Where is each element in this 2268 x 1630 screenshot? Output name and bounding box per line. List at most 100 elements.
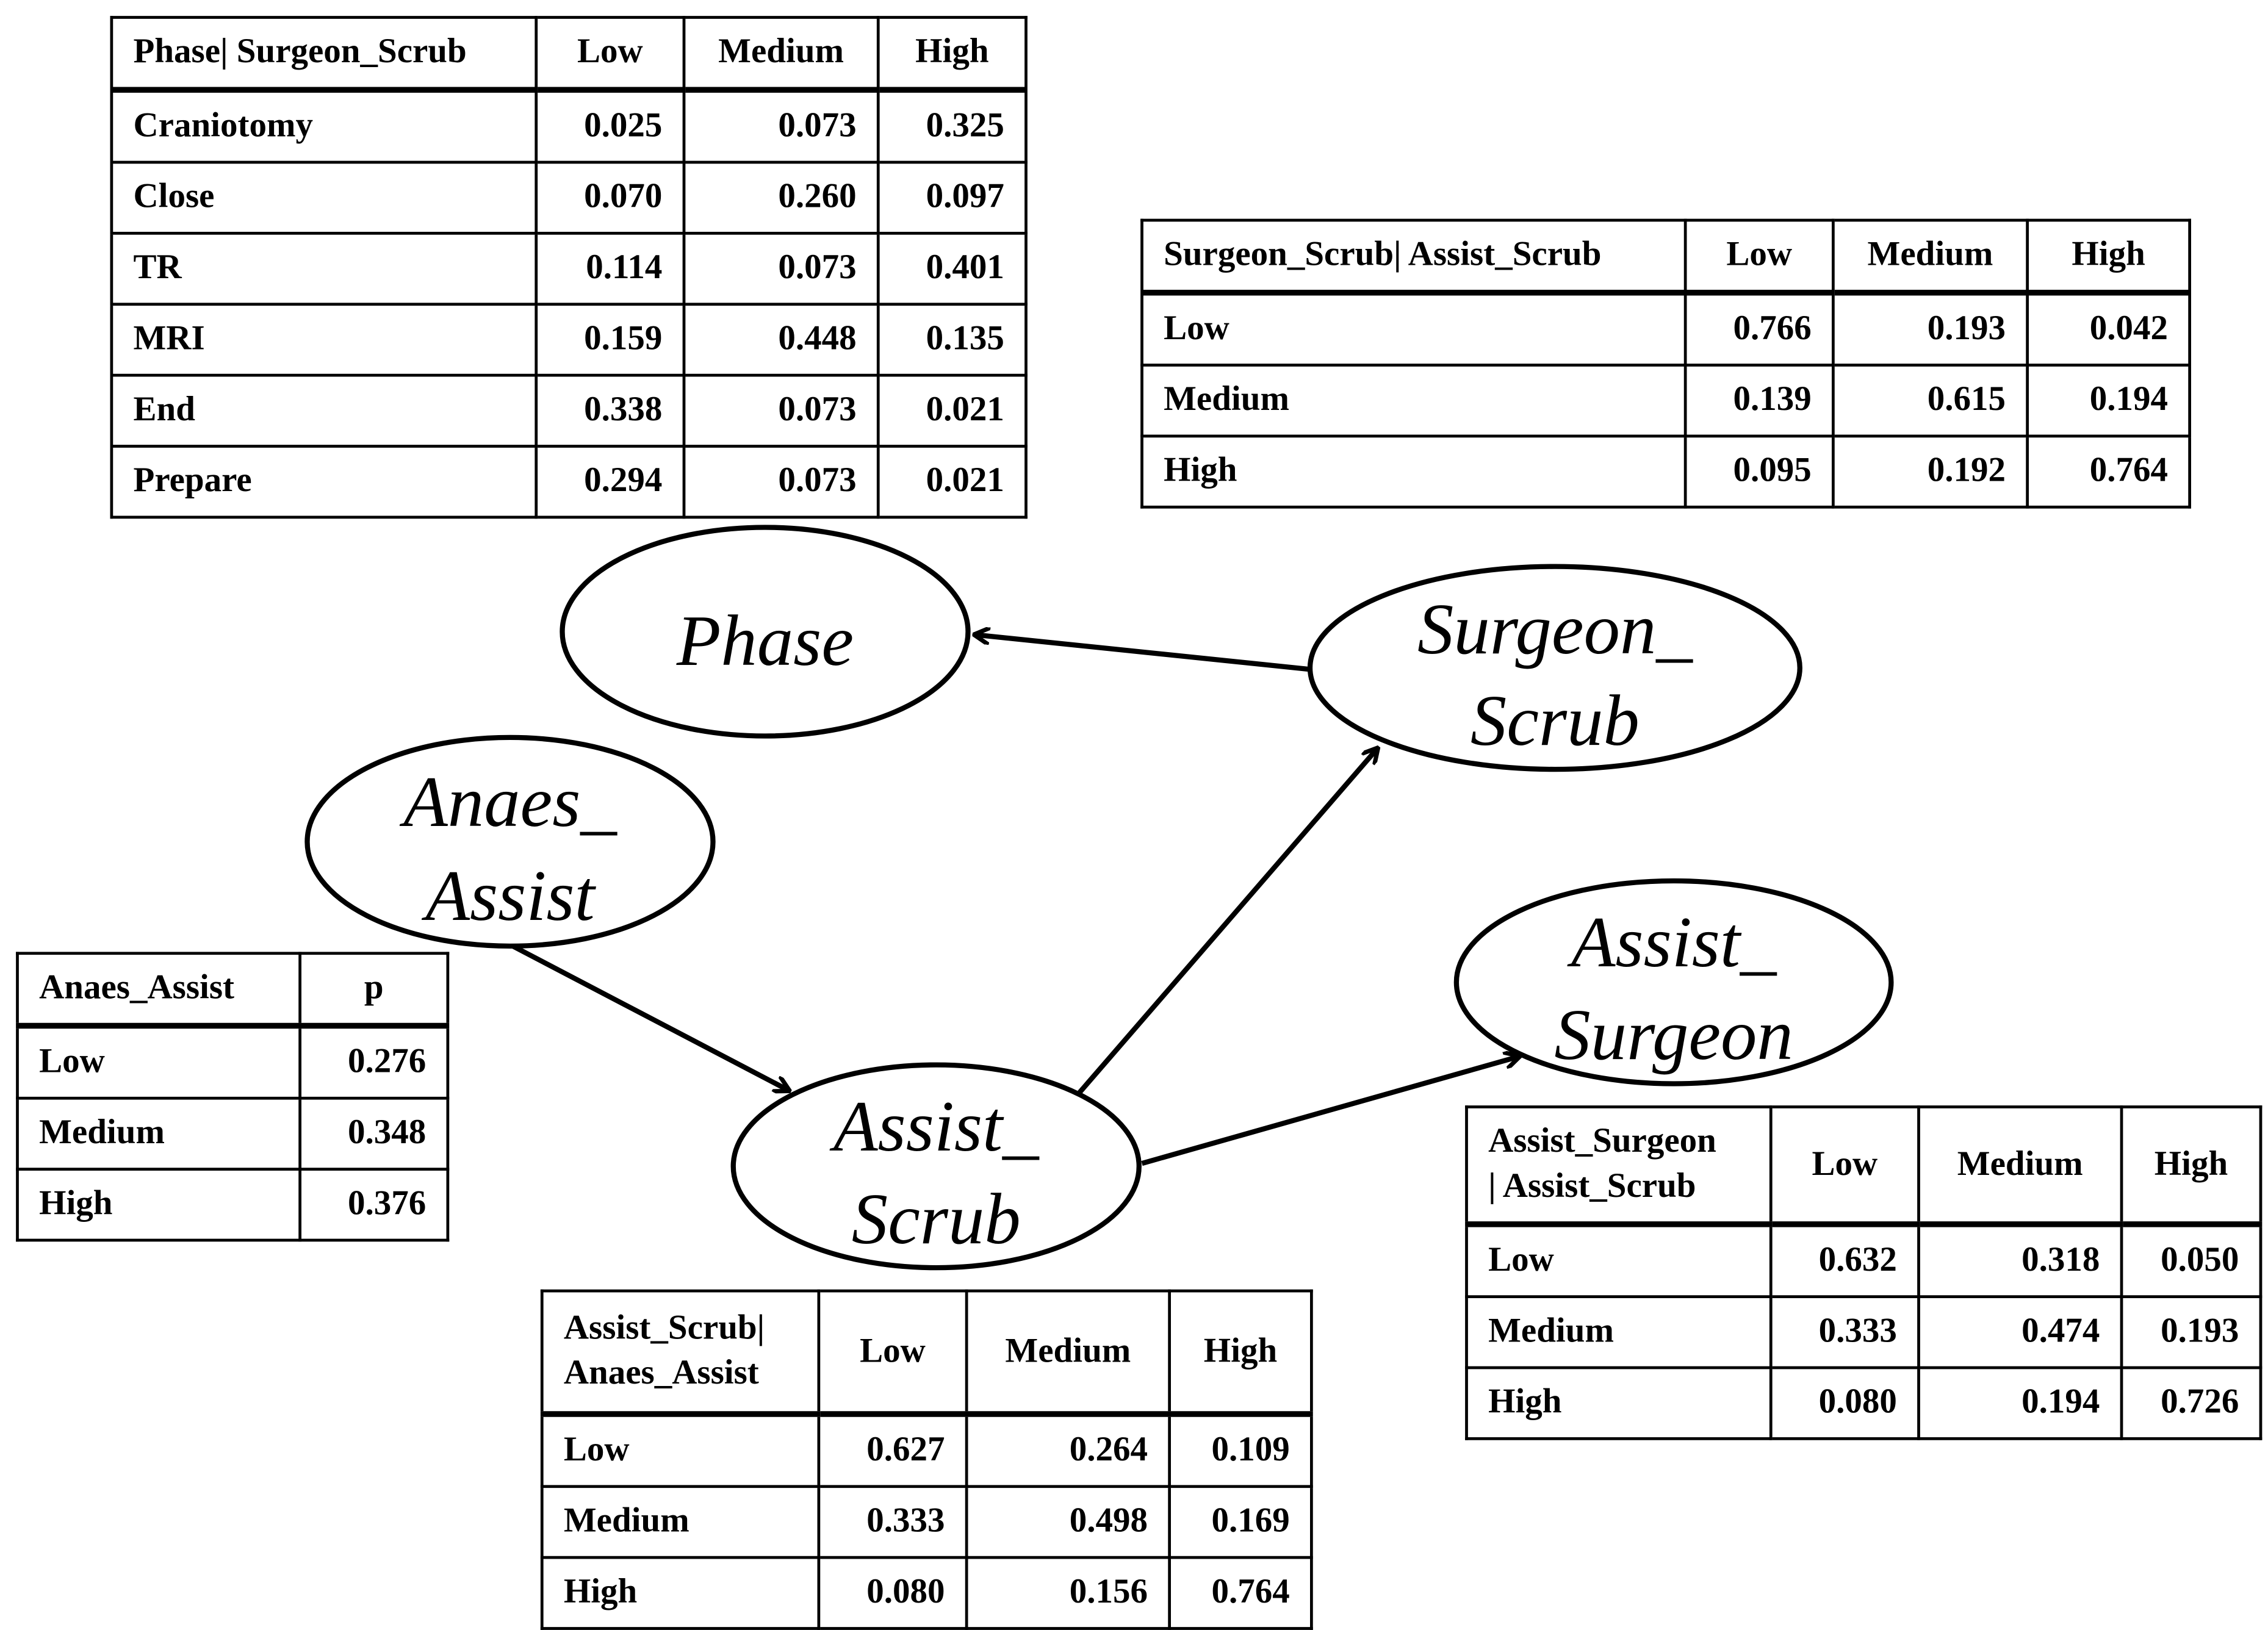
table-cell: 0.073 <box>682 232 880 306</box>
row-label: High <box>1140 434 1687 509</box>
header-line: Anaes_Assist <box>563 1354 759 1393</box>
table-cell: 0.193 <box>2120 1295 2263 1370</box>
table-cell: 0.050 <box>2120 1222 2263 1298</box>
table-cell: 0.632 <box>1769 1222 1920 1298</box>
table-cell: 0.192 <box>1832 434 2029 509</box>
table-header-row: Surgeon_Scrub| Assist_Scrub Low Medium H… <box>1140 218 2191 296</box>
header-cell: High <box>1168 1289 1313 1417</box>
table-row: Medium 0.139 0.615 0.194 <box>1140 364 2191 438</box>
table-cell: 0.276 <box>298 1024 450 1100</box>
row-label: Low <box>540 1412 821 1488</box>
header-cell: Medium <box>1917 1105 2123 1227</box>
table-cell: 0.139 <box>1683 364 1835 438</box>
header-cell: Low <box>535 16 686 93</box>
row-label: End <box>110 373 538 448</box>
row-label: High <box>540 1556 821 1630</box>
cpt-assist-surgeon-given-assist-scrub: Assist_Surgeon | Assist_Scrub Low Medium… <box>1465 1105 2263 1440</box>
table-cell: 0.073 <box>682 88 880 164</box>
row-label: Prepare <box>110 445 538 519</box>
header-line: Assist_Scrub| <box>563 1310 765 1348</box>
table-row: High 0.095 0.192 0.764 <box>1140 434 2191 509</box>
node-surgeon-scrub-label-line1: Surgeon_ <box>1417 589 1693 669</box>
table-cell: 0.766 <box>1683 291 1835 367</box>
table-cell: 0.325 <box>876 88 1028 164</box>
row-label: Medium <box>1140 364 1687 438</box>
row-label: Medium <box>16 1096 301 1171</box>
table-row: Low 0.632 0.318 0.050 <box>1465 1222 2263 1298</box>
table-row: High 0.376 <box>16 1168 450 1242</box>
header-cell: Anaes_Assist <box>16 952 301 1029</box>
cpt-phase-given-surgeon-scrub: Phase| Surgeon_Scrub Low Medium High Cra… <box>110 16 1028 519</box>
table-row: Prepare 0.294 0.073 0.021 <box>110 445 1028 519</box>
row-label: Low <box>1465 1222 1773 1298</box>
node-assist-surgeon-label-line1: Assist_ <box>1567 902 1777 982</box>
node-phase-label: Phase <box>676 600 854 681</box>
header-cell: Medium <box>682 16 880 93</box>
node-surgeon-scrub-shape <box>1307 564 1802 772</box>
row-label: High <box>16 1168 301 1242</box>
table-cell: 0.294 <box>535 445 686 519</box>
table-cell: 0.097 <box>876 160 1028 235</box>
table-cell: 0.135 <box>876 303 1028 377</box>
edge-surgeon-scrub-to-phase <box>974 634 1311 672</box>
header-cell: Medium <box>965 1289 1171 1417</box>
table-cell: 0.498 <box>965 1485 1171 1559</box>
header-cell: p <box>298 952 450 1029</box>
table-cell: 0.764 <box>1168 1556 1313 1630</box>
row-label: MRI <box>110 303 538 377</box>
table-cell: 0.021 <box>876 373 1028 448</box>
header-cell: High <box>2120 1105 2263 1227</box>
table-cell: 0.021 <box>876 445 1028 519</box>
table-cell: 0.401 <box>876 232 1028 306</box>
table-row: Medium 0.333 0.474 0.193 <box>1465 1295 2263 1370</box>
node-assist-scrub: Assist_ Scrub <box>730 1062 1142 1271</box>
table-cell: 0.764 <box>2026 434 2191 509</box>
cpt-anaes-assist-prior: Anaes_Assist p Low 0.276 Medium 0.348 Hi… <box>16 952 450 1242</box>
table-cell: 0.070 <box>535 160 686 235</box>
table-header-row: Phase| Surgeon_Scrub Low Medium High <box>110 16 1028 93</box>
node-anaes-assist-label-line1: Anaes_ <box>399 761 617 842</box>
header-cell: High <box>2026 218 2191 296</box>
table-cell: 0.627 <box>817 1412 968 1488</box>
table-row: Medium 0.348 <box>16 1096 450 1171</box>
table-cell: 0.194 <box>1917 1366 2123 1440</box>
node-assist-surgeon-label-line2: Surgeon <box>1554 994 1793 1075</box>
header-line: Assist_Surgeon <box>1488 1122 1716 1161</box>
table-header-row: Anaes_Assist p <box>16 952 450 1029</box>
table-cell: 0.193 <box>1832 291 2029 367</box>
table-header-row: Assist_Surgeon | Assist_Scrub Low Medium… <box>1465 1105 2263 1227</box>
table-row: Medium 0.333 0.498 0.169 <box>540 1485 1313 1559</box>
row-label: TR <box>110 232 538 306</box>
header-line: | Assist_Scrub <box>1488 1168 1696 1205</box>
header-cell: Assist_Surgeon | Assist_Scrub <box>1465 1105 1773 1227</box>
table-cell: 0.615 <box>1832 364 2029 438</box>
table-cell: 0.025 <box>535 88 686 164</box>
table-cell: 0.333 <box>1769 1295 1920 1370</box>
table-cell: 0.080 <box>1769 1366 1920 1440</box>
node-phase-shape <box>560 525 971 739</box>
table-row: High 0.080 0.156 0.764 <box>540 1556 1313 1630</box>
table-cell: 0.376 <box>298 1168 450 1242</box>
table-cell: 0.109 <box>1168 1412 1313 1488</box>
header-cell: High <box>876 16 1028 93</box>
node-anaes-assist-shape <box>304 734 716 949</box>
table-cell: 0.348 <box>298 1096 450 1171</box>
table-cell: 0.156 <box>965 1556 1171 1630</box>
table-row: Low 0.766 0.193 0.042 <box>1140 291 2191 367</box>
node-anaes-assist-label-line2: Assist <box>421 855 596 936</box>
table-cell: 0.073 <box>682 445 880 519</box>
header-cell: Low <box>817 1289 968 1417</box>
header-cell: Assist_Scrub| Anaes_Assist <box>540 1289 821 1417</box>
node-surgeon-scrub-label-line2: Scrub <box>1471 680 1640 761</box>
table-cell: 0.264 <box>965 1412 1171 1488</box>
node-assist-surgeon-shape <box>1453 878 1894 1086</box>
header-cell: Low <box>1769 1105 1920 1227</box>
node-surgeon-scrub: Surgeon_ Scrub <box>1307 564 1802 772</box>
edge-assist-scrub-to-surgeon-scrub <box>1078 748 1378 1094</box>
table-cell: 0.260 <box>682 160 880 235</box>
table-row: High 0.080 0.194 0.726 <box>1465 1366 2263 1440</box>
row-label: High <box>1465 1366 1773 1440</box>
table-cell: 0.333 <box>817 1485 968 1559</box>
table-row: Craniotomy 0.025 0.073 0.325 <box>110 88 1028 164</box>
table-cell: 0.159 <box>535 303 686 377</box>
